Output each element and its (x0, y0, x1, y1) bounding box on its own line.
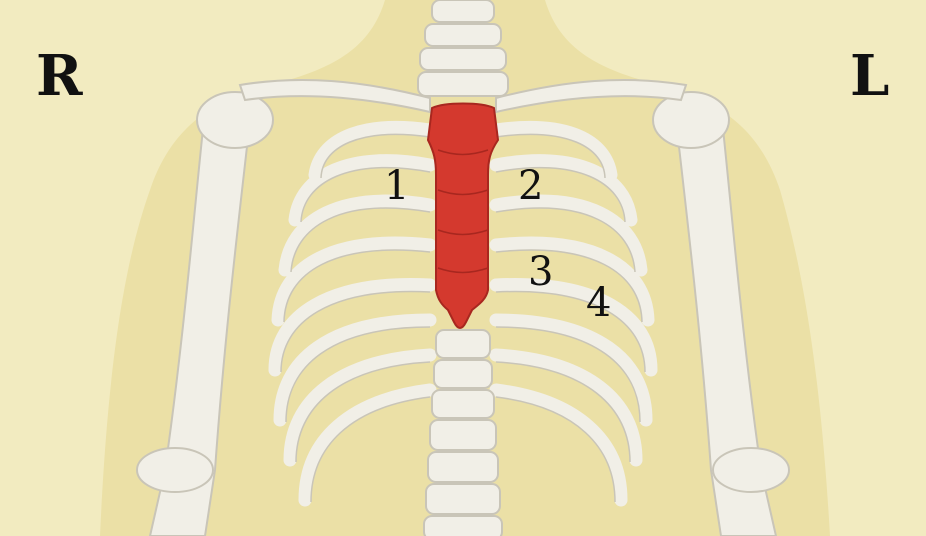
cervical-spine (417, 0, 509, 97)
label-4: 4 (586, 280, 612, 326)
right-side-label: R (36, 43, 83, 109)
left-arm-bones (652, 91, 790, 536)
label-2: 2 (518, 163, 544, 209)
right-ribs (268, 120, 437, 507)
right-clavicle (238, 78, 431, 114)
right-arm-bones (136, 91, 274, 536)
sternum-segment-lines (437, 149, 489, 274)
label-3: 3 (528, 249, 554, 295)
label-1: 1 (384, 163, 410, 209)
left-ribs-outline (495, 133, 646, 503)
left-side-label: L (850, 43, 890, 109)
left-ribs (489, 120, 658, 507)
left-clavicle (495, 78, 688, 114)
sternum (426, 102, 500, 329)
right-ribs-outline (280, 133, 431, 503)
thoracic-spine (423, 329, 503, 536)
